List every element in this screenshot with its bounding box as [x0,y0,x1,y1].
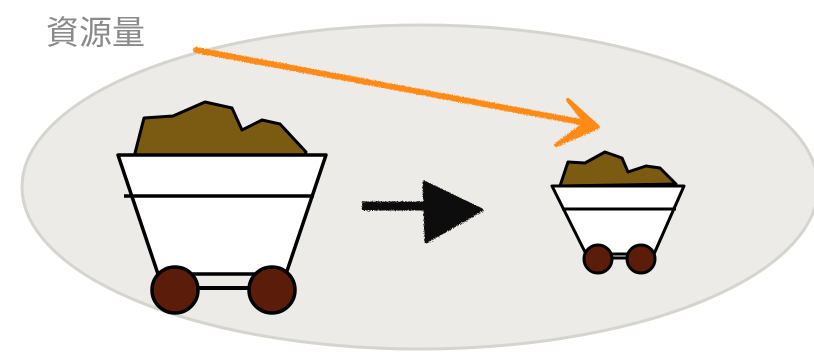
small-cart-wheel-left [584,245,612,273]
small-cart-wheel-right [627,245,655,273]
large-cart-wheel-left [152,267,198,313]
resource-label: 資源量 [46,13,145,52]
large-cart-wheel-right [249,267,295,313]
